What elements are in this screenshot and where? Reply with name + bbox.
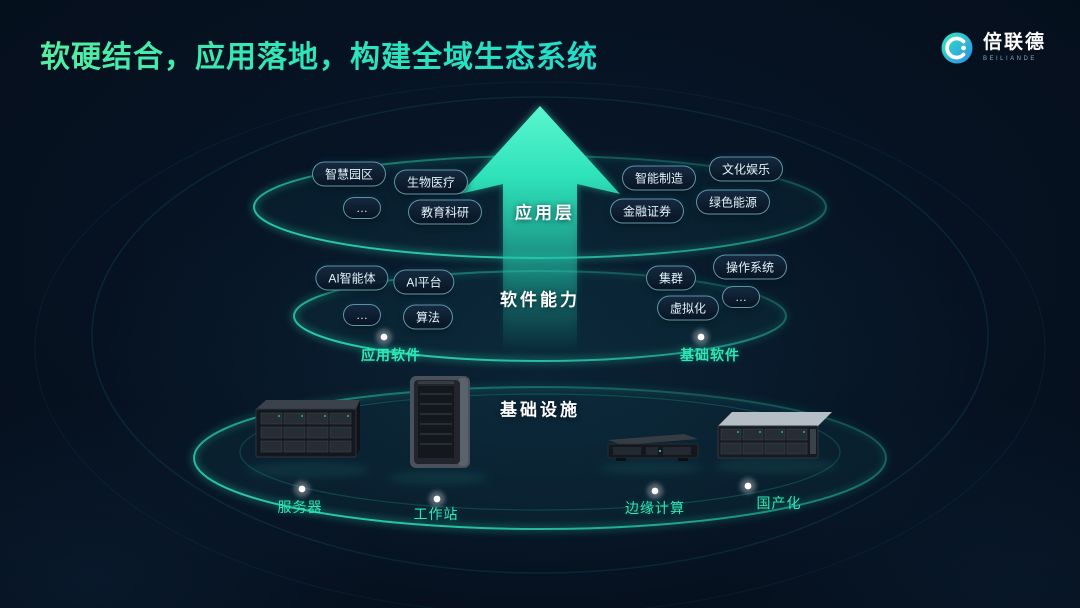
sw-pill-ellipsis-right: … <box>722 286 760 308</box>
hardware-label-domestic: 国产化 <box>756 495 802 511</box>
group-label-app-software: 应用软件 <box>361 347 421 363</box>
domestic-server-image <box>714 404 836 467</box>
infrastructure-layer-title: 基础设施 <box>500 400 580 420</box>
logo: 倍联德 BEILIANDE <box>939 30 1046 66</box>
logo-subtitle: BEILIANDE <box>982 56 1037 63</box>
workstation-image <box>394 372 482 477</box>
app-pill-culture: 文化娱乐 <box>708 156 784 182</box>
up-arrow <box>460 106 620 352</box>
hardware-label-edge-computing: 边缘计算 <box>625 500 685 516</box>
group-label-base-software: 基础软件 <box>680 347 740 363</box>
logo-name: 倍联德 <box>982 32 1046 54</box>
app-pill-manufacturing: 智能制造 <box>621 165 697 191</box>
server-rack-image <box>250 391 362 466</box>
logo-text: 倍联德 BEILIANDE <box>982 32 1046 63</box>
sw-pill-ellipsis-left: … <box>343 304 381 326</box>
sw-pill-cluster: 集群 <box>645 265 697 291</box>
infrastructure-ring <box>192 385 888 531</box>
software-layer-title: 软件能力 <box>500 290 580 310</box>
device-shadows <box>246 458 838 485</box>
outer-orbit-rings <box>34 81 1046 608</box>
page-title: 软硬结合，应用落地，构建全域生态系统 <box>40 32 598 76</box>
sw-pill-ai-agent: AI智能体 <box>315 265 389 291</box>
app-pill-education: 教育科研 <box>407 199 483 225</box>
sw-pill-os: 操作系统 <box>712 254 788 280</box>
app-layer-title: 应用层 <box>515 203 575 223</box>
connection-dots <box>294 329 756 507</box>
app-pill-finance: 金融证券 <box>609 198 685 224</box>
app-pill-smart-park: 智慧园区 <box>311 161 387 187</box>
logo-icon <box>941 32 973 64</box>
hardware-label-workstation: 工作站 <box>413 506 459 522</box>
edge-device-image <box>602 424 702 469</box>
app-pill-bio-medical: 生物医疗 <box>393 169 469 195</box>
app-pill-ellipsis-left: … <box>343 197 381 219</box>
sw-pill-virtualization: 虚拟化 <box>656 295 720 321</box>
sw-pill-algorithm: 算法 <box>402 304 454 330</box>
hardware-label-server: 服务器 <box>277 499 323 515</box>
app-pill-green-energy: 绿色能源 <box>695 189 771 215</box>
sw-pill-ai-platform: AI平台 <box>393 269 455 295</box>
